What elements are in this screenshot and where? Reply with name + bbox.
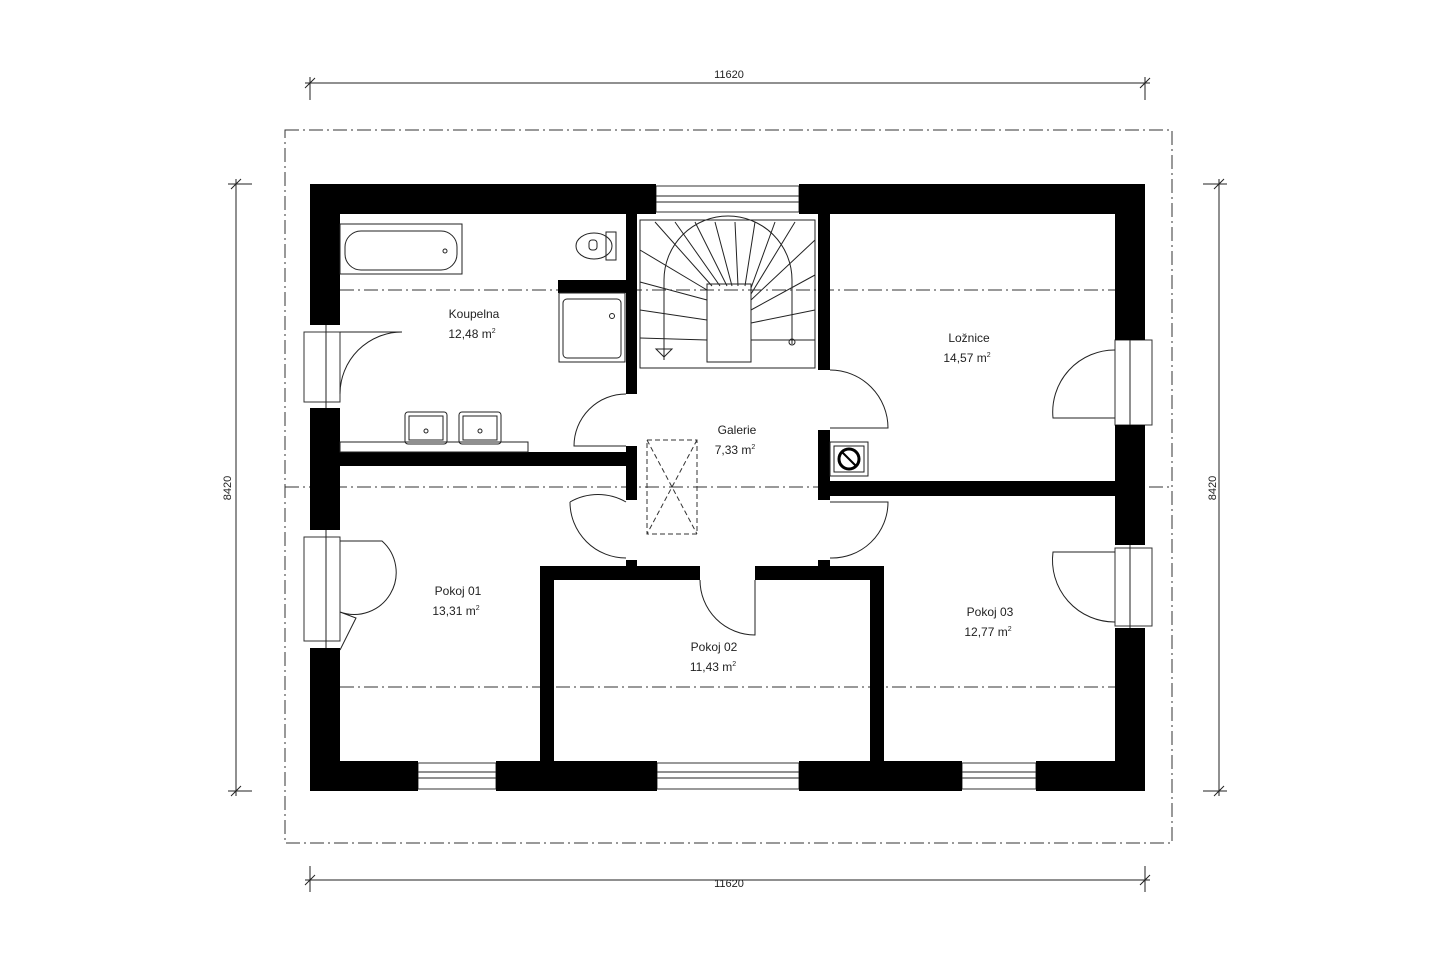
- room-koupelna: Koupelna 12,48 m2: [448, 307, 499, 341]
- roof-window: [646, 439, 698, 535]
- door-swing: [699, 579, 756, 636]
- svg-text:14,57 m2: 14,57 m2: [943, 351, 990, 365]
- door-swing: [1052, 349, 1116, 419]
- staircase: [639, 215, 816, 369]
- door-swing: [573, 393, 627, 447]
- svg-text:Pokoj 02: Pokoj 02: [691, 640, 738, 654]
- bathtub: [339, 223, 463, 275]
- room-pokoj-01: Pokoj 01 13,31 m2: [432, 584, 481, 618]
- svg-text:Ložnice: Ložnice: [948, 331, 990, 345]
- dimension-left: 8420: [222, 178, 252, 797]
- svg-text:12,48 m2: 12,48 m2: [448, 327, 495, 341]
- doors: [339, 331, 1116, 651]
- dimension-top: 11620: [304, 69, 1151, 100]
- svg-text:13,31 m2: 13,31 m2: [432, 604, 479, 618]
- shower-tray: [558, 292, 626, 363]
- svg-text:Pokoj 03: Pokoj 03: [967, 605, 1014, 619]
- toilet: [575, 231, 617, 261]
- door-swing: [1052, 551, 1116, 623]
- room-pokoj-02: Pokoj 02 11,43 m2: [690, 640, 738, 674]
- svg-text:11,43 m2: 11,43 m2: [690, 660, 736, 674]
- washbasins: [339, 411, 529, 453]
- dimension-label: 8420: [222, 476, 234, 500]
- door-swing: [569, 493, 627, 559]
- svg-text:Pokoj 01: Pokoj 01: [435, 584, 482, 598]
- door-swing: [339, 540, 397, 651]
- walls: [310, 184, 1145, 791]
- door-swing: [829, 369, 889, 429]
- dimension-label: 8420: [1207, 476, 1219, 500]
- room-loznice: Ložnice 14,57 m2: [943, 331, 990, 365]
- room-pokoj-03: Pokoj 03 12,77 m2: [964, 605, 1013, 639]
- chimney: [829, 441, 869, 477]
- dimension-label: 11620: [714, 69, 744, 81]
- dimension-label: 11620: [714, 878, 744, 890]
- svg-text:12,77 m2: 12,77 m2: [964, 625, 1011, 639]
- door-swing: [829, 501, 889, 559]
- svg-text:7,33 m2: 7,33 m2: [715, 443, 756, 457]
- dimension-right: 8420: [1203, 178, 1227, 797]
- dimension-bottom: 11620: [304, 866, 1151, 892]
- door-swing: [339, 331, 403, 395]
- windows: [303, 185, 1153, 790]
- svg-text:Galerie: Galerie: [718, 423, 757, 437]
- svg-text:Koupelna: Koupelna: [449, 307, 500, 321]
- room-galerie: Galerie 7,33 m2: [715, 423, 757, 457]
